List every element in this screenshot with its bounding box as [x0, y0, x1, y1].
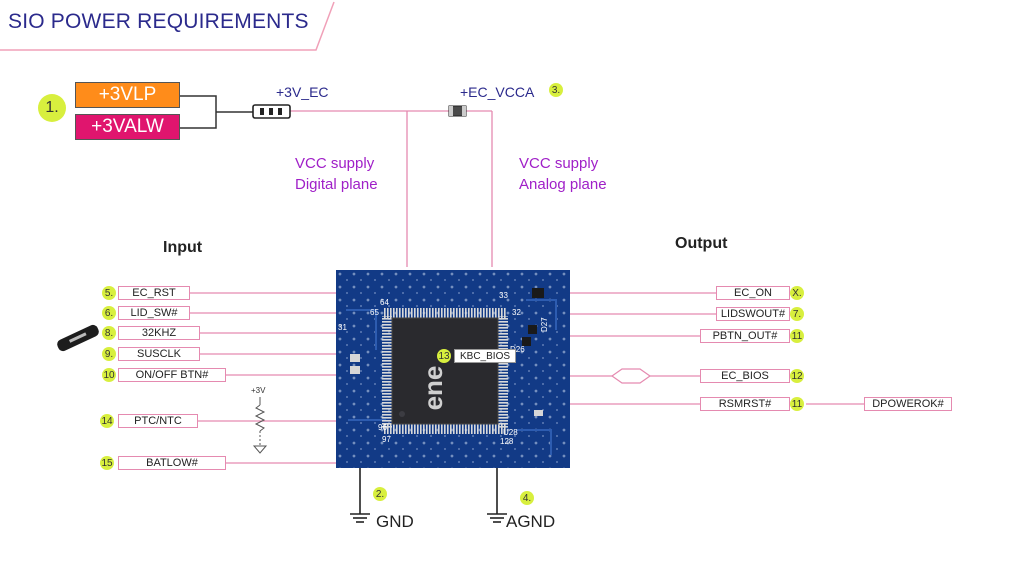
silk-pin-label: 33 — [499, 291, 508, 300]
input-32khz: 32KHZ — [118, 326, 200, 340]
output-badge: 7. — [790, 307, 804, 321]
input-badge: 10 — [102, 368, 116, 382]
vcca-badge: 3. — [549, 83, 563, 97]
analog-plane-label: VCC supply Analog plane — [519, 155, 607, 193]
gnd-label: GND — [376, 512, 414, 531]
silk-pin-label: 96 — [378, 423, 387, 432]
input-batlow: BATLOW# — [118, 456, 226, 470]
ptc-supply-label: +3V — [251, 386, 266, 395]
chip-badge: 13 — [437, 349, 451, 363]
output-pbtn-out: PBTN_OUT# — [700, 329, 790, 343]
silk-pin-label: 97 — [382, 435, 391, 444]
output-ec-on: EC_ON — [716, 286, 790, 300]
input-ec-rst: EC_RST — [118, 286, 190, 300]
silk-pin-label: 64 — [380, 298, 389, 307]
ec-chip-board: ene 33 64 65 32 31 96 97 128 U28 D26 D27 — [336, 270, 570, 468]
silk-pin-label: D27 — [540, 317, 549, 332]
agnd-label: AGND — [506, 512, 556, 531]
output-lidswout: LIDSWOUT# — [716, 307, 790, 321]
page-title: SIO POWER REQUIREMENTS — [8, 10, 309, 33]
silk-pin-label: U28 — [503, 428, 518, 437]
input-badge: 14 — [100, 414, 114, 428]
output-badge: 12 — [790, 369, 804, 383]
rail-3vlp: +3VLP — [75, 82, 180, 108]
silk-pin-label: D26 — [510, 345, 525, 354]
input-badge: 8. — [102, 326, 116, 340]
output-badge: 11 — [790, 397, 804, 411]
net-3v-ec: +3V_EC — [276, 84, 329, 100]
silk-pin-label: 32 — [512, 308, 521, 317]
digital-plane-label: VCC supply Digital plane — [295, 155, 378, 193]
agnd-badge: 4. — [520, 491, 534, 505]
input-ptc-ntc: PTC/NTC — [118, 414, 198, 428]
net-ec-vcca: +EC_VCCA — [460, 84, 535, 100]
input-on-off-btn: ON/OFF BTN# — [118, 368, 226, 382]
resistor-icon — [448, 105, 467, 117]
rail-3valw: +3VALW — [75, 114, 180, 140]
output-badge: 11 — [790, 329, 804, 343]
input-heading: Input — [163, 239, 203, 256]
input-badge: 5. — [102, 286, 116, 300]
ferrite-bead-icon — [252, 104, 291, 119]
input-badge: 15 — [100, 456, 114, 470]
silk-pin-label: 128 — [500, 437, 514, 446]
input-badge: 9. — [102, 347, 116, 361]
output-badge: X. — [790, 286, 804, 300]
crystal-icon — [57, 324, 99, 352]
output-heading: Output — [675, 235, 728, 252]
chip-tag-kbc-bios: KBC_BIOS — [454, 349, 517, 363]
output-dpowerok: DPOWEROK# — [864, 397, 952, 411]
silk-pin-label: 31 — [338, 323, 347, 332]
title-banner — [0, 1, 335, 51]
chip-brand-logo: ene — [418, 366, 448, 411]
input-badge: 6. — [102, 306, 116, 320]
gnd-badge: 2. — [373, 487, 387, 501]
input-susclk: SUSCLK — [118, 347, 200, 361]
output-rsmrst: RSMRST# — [700, 397, 790, 411]
power-badge: 1. — [38, 94, 66, 122]
input-lid-sw: LID_SW# — [118, 306, 190, 320]
output-ec-bios: EC_BIOS — [700, 369, 790, 383]
silk-pin-label: 65 — [370, 308, 379, 317]
